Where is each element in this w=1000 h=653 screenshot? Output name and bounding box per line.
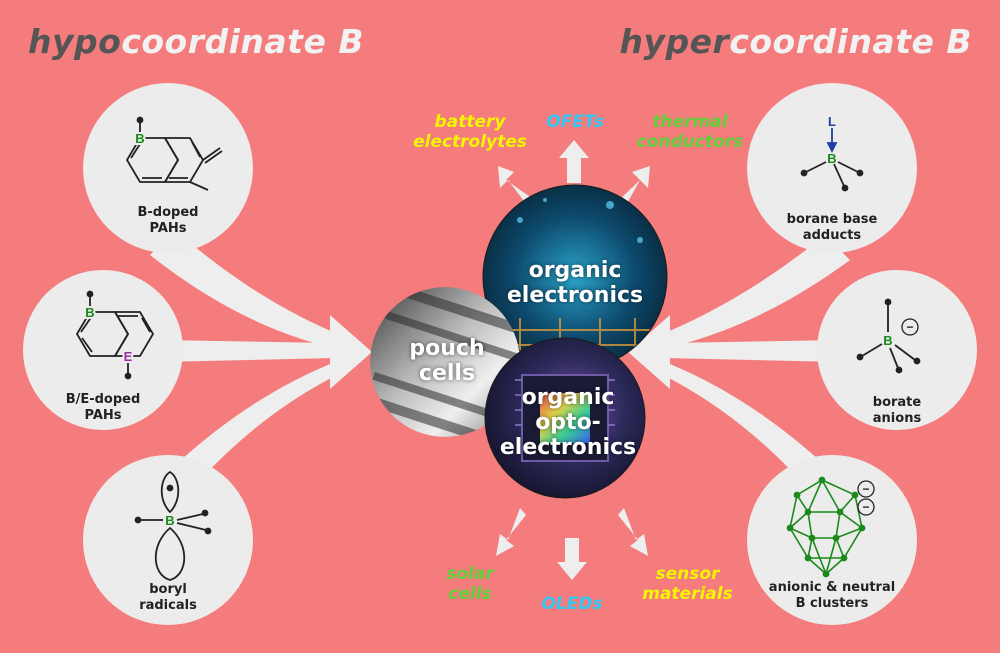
right-arrow-middle — [665, 340, 840, 362]
left-arrow-bottom — [170, 360, 343, 480]
label-b-clusters: anionic & neutral B clusters — [768, 580, 896, 611]
label-b-doped-pahs: B-doped PAHs — [137, 205, 199, 236]
molecule-boryl-radical — [134, 470, 212, 581]
arrow-to-thermal — [618, 166, 650, 209]
atom-b-4: B — [827, 151, 836, 166]
title-hyper-prefix: hyper — [619, 22, 730, 61]
hub-pouch-image — [370, 287, 520, 437]
title-hyper-suffix: coordinate B — [729, 22, 972, 61]
hub-opto-image — [485, 338, 645, 498]
title-hypo-prefix: hypo — [28, 22, 122, 61]
hub-label-pouch: pouch cells — [409, 336, 485, 386]
application-sensor-materials: sensor materials — [642, 564, 733, 604]
atom-e: E — [124, 349, 133, 364]
minus-sign-cluster-1: − — [862, 482, 869, 496]
circle-be-doped-pahs — [23, 270, 183, 430]
label-boryl-radicals: boryl radicals — [139, 582, 197, 613]
left-flow-arrows — [150, 230, 372, 480]
hub-opto-ring — [484, 337, 646, 499]
application-thermal-conductors: thermal conductors — [636, 112, 744, 152]
title-hypocoordinate: hypocoordinate B — [28, 22, 364, 61]
application-ofets: OFETs — [546, 112, 604, 132]
atom-l: L — [828, 114, 836, 129]
molecule-borane-adduct — [800, 128, 864, 192]
right-flow-arrows — [628, 235, 850, 480]
hub-label-opto: organic opto- electronics — [499, 385, 637, 460]
minus-sign-borate: − — [906, 320, 913, 334]
arrow-to-oleds — [557, 538, 587, 580]
circle-borate-anions — [817, 270, 977, 430]
label-borate-anions: borate anions — [872, 395, 922, 426]
application-solar-cells: solar cells — [446, 564, 494, 604]
left-arrow-head — [330, 315, 372, 389]
application-battery-electrolytes: battery electrolytes — [413, 112, 527, 152]
molecule-be-doped-pah — [75, 290, 155, 380]
atom-b-1: B — [135, 131, 144, 146]
molecule-b-cluster — [786, 476, 866, 578]
right-arrow-bottom — [657, 360, 830, 480]
circle-b-doped-pahs — [83, 83, 253, 253]
right-arrow-top — [657, 235, 850, 350]
cluster-charges — [857, 480, 875, 516]
left-arrow-top — [150, 230, 343, 350]
label-be-doped-pahs: B/E-doped PAHs — [65, 392, 141, 423]
molecule-borate-anion — [856, 298, 921, 374]
hub-label-electronics: organic electronics — [506, 258, 644, 308]
arrow-to-solar — [496, 508, 526, 556]
atom-b-5: B — [883, 333, 892, 348]
molecule-b-doped-pah — [125, 116, 223, 191]
left-arrow-middle — [160, 340, 335, 362]
arrow-to-sensor — [618, 508, 648, 556]
application-arrows — [496, 140, 650, 580]
label-borane-adducts: borane base adducts — [786, 212, 878, 243]
atom-b-2: B — [85, 305, 94, 320]
title-hypercoordinate: hypercoordinate B — [620, 22, 972, 61]
title-hypo-suffix: coordinate B — [121, 22, 364, 61]
circle-b-clusters — [747, 455, 917, 625]
atom-b-3: B — [165, 513, 174, 528]
right-arrow-head — [628, 315, 670, 389]
circle-boryl-radicals — [83, 455, 253, 625]
minus-sign-cluster-2: − — [862, 500, 869, 514]
arrow-to-ofets — [559, 140, 589, 183]
application-oleds: OLEDs — [541, 594, 603, 614]
circle-borane-adducts — [747, 83, 917, 253]
